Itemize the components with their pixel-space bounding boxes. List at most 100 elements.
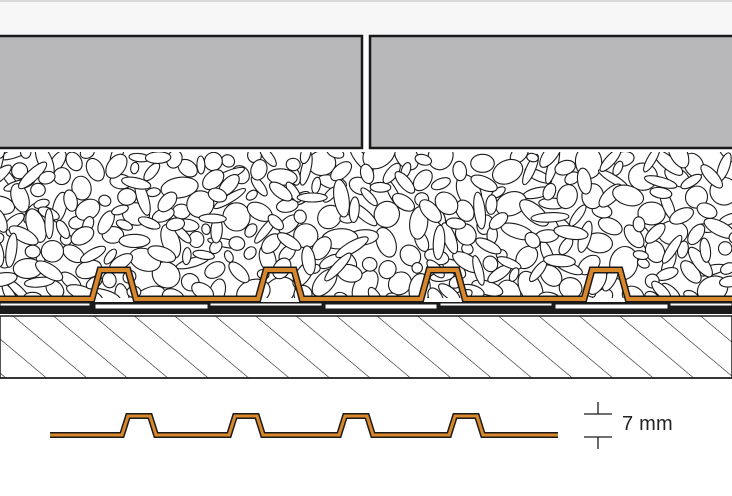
tile-left — [0, 34, 364, 150]
stone — [121, 176, 152, 190]
stone — [103, 248, 117, 265]
stone — [130, 161, 140, 175]
stone — [335, 236, 369, 259]
stone — [719, 275, 732, 288]
stone — [71, 175, 92, 201]
stone — [44, 208, 54, 240]
stone — [720, 262, 732, 275]
stone — [680, 173, 702, 190]
stone — [411, 262, 423, 274]
stone — [360, 187, 378, 207]
fleece-strip — [209, 302, 323, 307]
stone — [147, 245, 177, 263]
stone — [576, 167, 592, 195]
fleece-pad — [94, 303, 209, 310]
stone — [222, 202, 251, 232]
stone — [17, 161, 48, 190]
stone — [38, 170, 56, 185]
stone — [361, 256, 378, 272]
stone — [267, 214, 284, 231]
stone — [244, 223, 258, 238]
stone — [375, 226, 397, 258]
stone — [599, 152, 622, 172]
stone — [10, 183, 30, 213]
stone — [161, 288, 187, 298]
stone — [196, 155, 206, 175]
dimension-label: 7 mm — [622, 413, 673, 435]
stone — [137, 216, 161, 230]
stone — [475, 237, 502, 255]
stone — [452, 160, 468, 182]
stone — [485, 194, 498, 215]
stone — [643, 152, 661, 173]
stone — [98, 194, 112, 207]
stone — [8, 225, 39, 246]
stone — [644, 222, 666, 244]
stone — [558, 277, 583, 298]
stone — [696, 202, 718, 219]
stone — [35, 260, 64, 282]
stone — [539, 152, 563, 168]
stone — [644, 290, 661, 298]
stone — [70, 226, 95, 246]
stone — [473, 191, 487, 230]
stone — [661, 234, 683, 264]
stone — [207, 187, 228, 203]
fleece-pad — [324, 303, 438, 310]
stone — [293, 209, 307, 224]
stone — [0, 164, 12, 188]
stone — [526, 152, 539, 163]
stone — [542, 182, 557, 201]
stone — [669, 207, 695, 225]
fleece-backing — [0, 302, 732, 310]
stone — [700, 164, 724, 189]
stone — [554, 159, 576, 176]
stone — [488, 212, 509, 230]
stone — [117, 188, 137, 206]
stone — [114, 283, 130, 298]
stone — [470, 153, 495, 173]
stone — [472, 255, 485, 286]
stone — [0, 207, 8, 233]
mortar-aggregate — [0, 152, 732, 298]
stone — [324, 252, 352, 282]
stone — [115, 219, 134, 231]
stone — [373, 200, 401, 228]
stone — [144, 152, 172, 164]
tile-right — [368, 34, 732, 150]
stone — [55, 219, 70, 240]
stone — [52, 167, 71, 186]
stone — [643, 175, 678, 189]
uncoupling-membrane-fill — [0, 268, 732, 301]
stone — [333, 179, 350, 218]
stone — [285, 157, 301, 172]
dimension-marker — [584, 402, 612, 449]
fleece-strip — [669, 302, 732, 307]
stone — [530, 212, 570, 223]
stone — [105, 153, 128, 179]
stone — [612, 160, 624, 176]
stone — [299, 152, 312, 165]
stone — [391, 192, 416, 212]
stone — [79, 245, 107, 264]
stone — [434, 191, 459, 216]
stone — [369, 181, 392, 193]
stone — [553, 225, 589, 241]
stone — [508, 267, 520, 282]
stone — [228, 261, 250, 284]
stone — [19, 152, 32, 159]
stone — [204, 261, 226, 279]
stone — [40, 240, 65, 263]
stone — [667, 152, 690, 169]
stone — [687, 223, 706, 246]
stone — [348, 196, 360, 224]
stone — [276, 232, 302, 251]
stone — [496, 256, 522, 270]
stone — [412, 169, 433, 192]
stone — [430, 177, 451, 191]
stone — [717, 241, 732, 256]
stone — [414, 153, 433, 166]
stone — [301, 245, 316, 276]
stone — [359, 163, 375, 185]
stone — [470, 174, 498, 193]
